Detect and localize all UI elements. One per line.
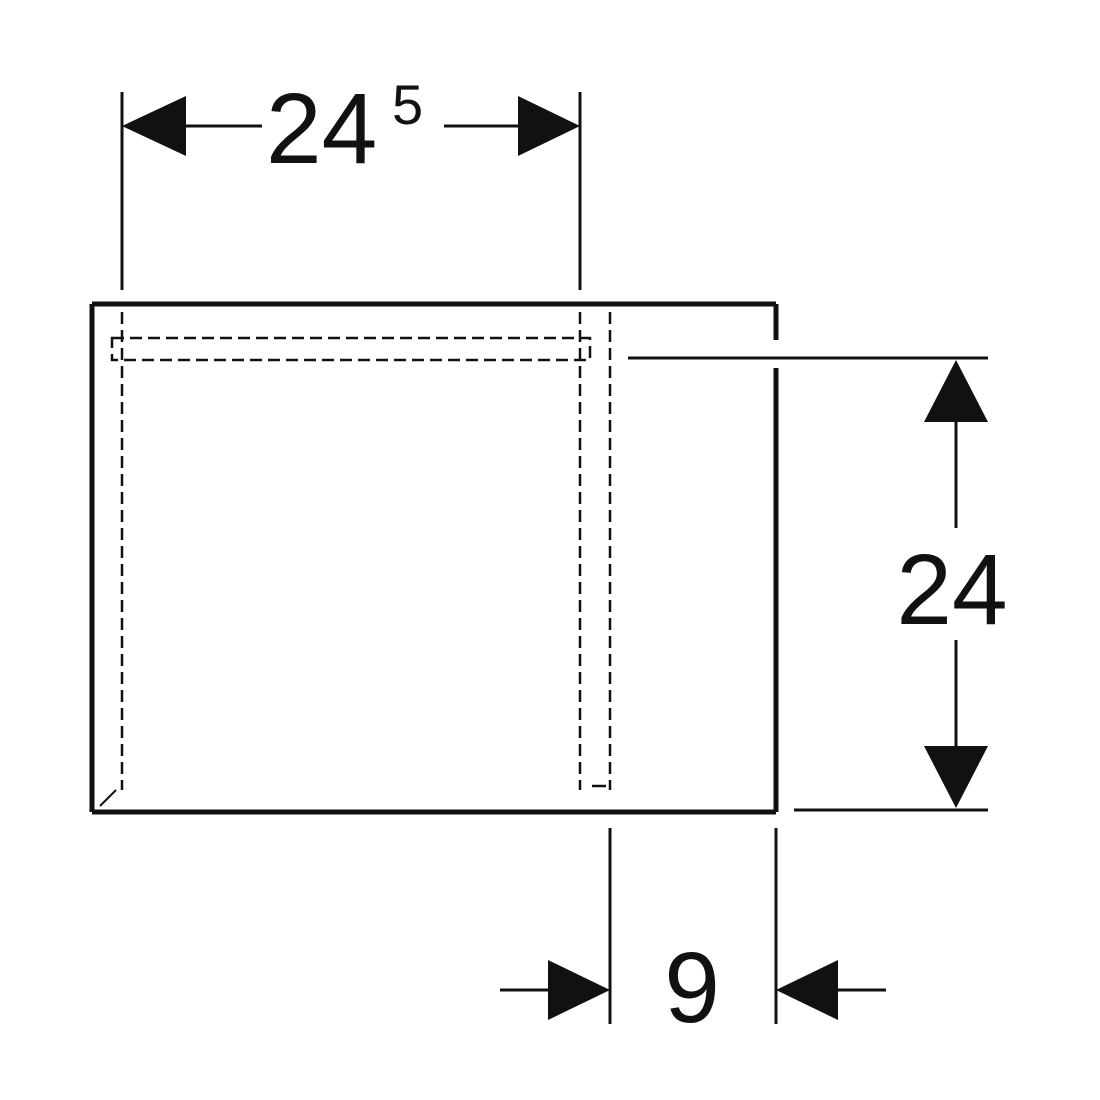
height-arrow-bottom — [924, 746, 988, 808]
cabinet-outline — [89, 301, 779, 815]
width-dimension: 24 5 — [120, 73, 582, 290]
height-arrow-top — [924, 360, 988, 422]
depth-label: 9 — [664, 932, 720, 1044]
width-arrow-right — [518, 96, 580, 156]
depth-arrow-right — [776, 960, 838, 1020]
height-dimension: 24 — [628, 356, 1008, 812]
corner-tick — [99, 789, 117, 807]
depth-arrow-left — [548, 960, 610, 1020]
hidden-lines — [110, 312, 612, 790]
height-label: 24 — [896, 534, 1007, 646]
width-label-superscript: 5 — [392, 73, 423, 136]
width-label: 24 — [266, 73, 377, 185]
hidden-shelf — [110, 336, 592, 362]
width-arrow-left — [122, 96, 186, 156]
depth-dimension: 9 — [500, 828, 886, 1044]
